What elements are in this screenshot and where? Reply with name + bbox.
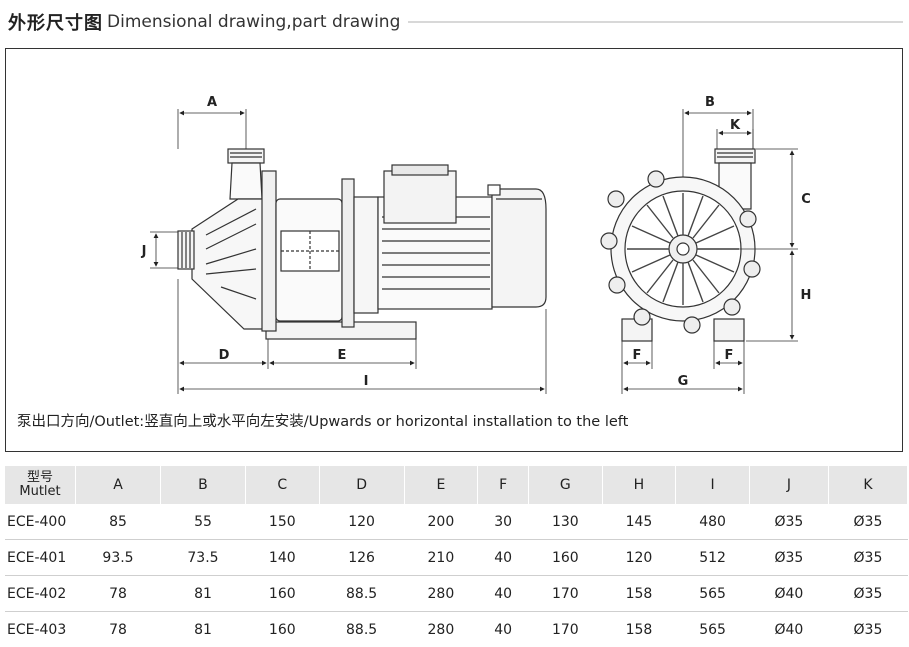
table-row: ECE-403 78 81 160 88.5 280 40 170 158 56… <box>5 612 908 647</box>
label-d: D <box>219 348 230 363</box>
cell-e: 200 <box>404 504 478 540</box>
cell-j: Ø40 <box>749 576 828 612</box>
cell-g: 170 <box>529 576 603 612</box>
table-row: ECE-400 85 55 150 120 200 30 130 145 480… <box>5 504 908 540</box>
cell-i: 565 <box>676 576 750 612</box>
header-f: F <box>478 466 529 504</box>
cell-g: 170 <box>529 612 603 647</box>
dimension-table: 型号 Mutlet A B C D E F G H I J K ECE-400 … <box>5 466 908 647</box>
header-model: 型号 Mutlet <box>5 466 76 504</box>
cell-f: 30 <box>478 504 529 540</box>
cell-k: Ø35 <box>828 504 907 540</box>
cell-i: 512 <box>676 540 750 576</box>
cell-b: 73.5 <box>160 540 245 576</box>
cell-h: 158 <box>602 576 676 612</box>
cell-a: 85 <box>76 504 161 540</box>
title-divider <box>408 21 903 23</box>
label-f-left: F <box>633 348 642 363</box>
cell-j: Ø35 <box>749 504 828 540</box>
cell-f: 40 <box>478 540 529 576</box>
cell-d: 120 <box>319 504 404 540</box>
table-row: ECE-402 78 81 160 88.5 280 40 170 158 56… <box>5 576 908 612</box>
table-row: ECE-401 93.5 73.5 140 126 210 40 160 120… <box>5 540 908 576</box>
cell-i: 480 <box>676 504 750 540</box>
header-h: H <box>602 466 676 504</box>
header-j: J <box>749 466 828 504</box>
cell-j: Ø35 <box>749 540 828 576</box>
header-b: B <box>160 466 245 504</box>
header-d: D <box>319 466 404 504</box>
outlet-direction-note: 泵出口方向/Outlet:竖直向上或水平向左安装/Upwards or hori… <box>17 410 628 431</box>
cell-k: Ø35 <box>828 576 907 612</box>
cell-c: 160 <box>245 612 319 647</box>
cell-j: Ø40 <box>749 612 828 647</box>
dimensional-drawing: A J D E I <box>6 49 902 451</box>
cell-model: ECE-401 <box>5 540 76 576</box>
label-a: A <box>207 95 217 110</box>
header-g: G <box>529 466 603 504</box>
header-a: A <box>76 466 161 504</box>
cell-model: ECE-402 <box>5 576 76 612</box>
cell-e: 210 <box>404 540 478 576</box>
cell-k: Ø35 <box>828 540 907 576</box>
label-j: J <box>141 244 147 259</box>
cell-model: ECE-403 <box>5 612 76 647</box>
label-k: K <box>730 118 741 133</box>
cell-c: 140 <box>245 540 319 576</box>
cell-h: 145 <box>602 504 676 540</box>
cell-c: 160 <box>245 576 319 612</box>
title-row: 外形尺寸图 Dimensional drawing,part drawing <box>8 6 903 38</box>
label-i: I <box>364 374 369 389</box>
cell-g: 130 <box>529 504 603 540</box>
header-model-en: Mutlet <box>6 485 74 499</box>
cell-g: 160 <box>529 540 603 576</box>
header-c: C <box>245 466 319 504</box>
cell-d: 126 <box>319 540 404 576</box>
cell-a: 78 <box>76 612 161 647</box>
cell-model: ECE-400 <box>5 504 76 540</box>
cell-h: 120 <box>602 540 676 576</box>
drawing-frame: A J D E I <box>5 48 903 452</box>
cell-d: 88.5 <box>319 576 404 612</box>
label-e: E <box>338 348 347 363</box>
header-i: I <box>676 466 750 504</box>
cell-a: 78 <box>76 576 161 612</box>
label-c: C <box>801 192 811 207</box>
label-f-right: F <box>725 348 734 363</box>
cell-a: 93.5 <box>76 540 161 576</box>
cell-b: 55 <box>160 504 245 540</box>
table-header-row: 型号 Mutlet A B C D E F G H I J K <box>5 466 908 504</box>
header-model-cn: 型号 <box>6 471 74 485</box>
cell-d: 88.5 <box>319 612 404 647</box>
cell-b: 81 <box>160 612 245 647</box>
cell-f: 40 <box>478 612 529 647</box>
cell-k: Ø35 <box>828 612 907 647</box>
label-g: G <box>678 374 689 389</box>
header-e: E <box>404 466 478 504</box>
cell-h: 158 <box>602 612 676 647</box>
title-chinese: 外形尺寸图 <box>8 9 103 35</box>
label-h: H <box>801 288 812 303</box>
cell-b: 81 <box>160 576 245 612</box>
cell-e: 280 <box>404 612 478 647</box>
cell-e: 280 <box>404 576 478 612</box>
side-view-pump <box>178 149 546 339</box>
cell-i: 565 <box>676 612 750 647</box>
title-english: Dimensional drawing,part drawing <box>107 12 400 32</box>
front-view-pump <box>601 149 760 341</box>
header-k: K <box>828 466 907 504</box>
cell-f: 40 <box>478 576 529 612</box>
cell-c: 150 <box>245 504 319 540</box>
label-b: B <box>705 95 715 110</box>
